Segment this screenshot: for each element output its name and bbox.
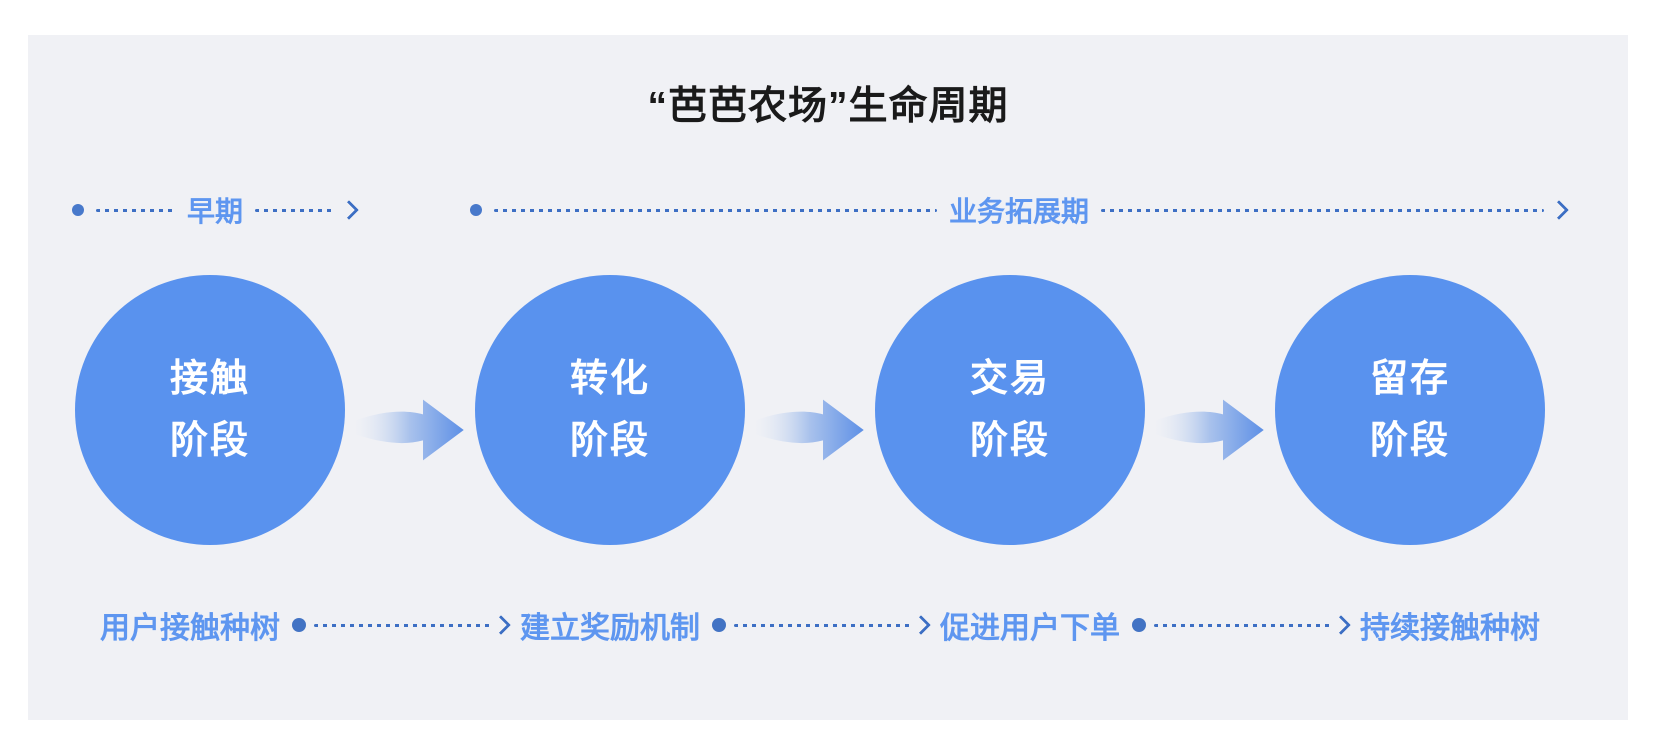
stage-circle-retention: 留存 阶段 — [1275, 275, 1545, 545]
note-label-conversion: 建立奖励机制 — [520, 612, 700, 645]
dashed-line — [494, 208, 937, 212]
dashed-line — [1101, 208, 1545, 212]
arrow-chevron-icon — [491, 615, 511, 635]
stages-row: 接触 阶段 转化 阶段 交易 阶段 留存 阶段 — [75, 275, 1545, 545]
flow-arrow-icon — [1155, 399, 1264, 461]
timeline-dot-icon — [72, 204, 84, 216]
stage-circle-transaction: 交易 阶段 — [875, 275, 1145, 545]
timeline-dot-icon — [712, 618, 726, 632]
note-connector — [712, 615, 931, 635]
dashed-line — [96, 208, 175, 212]
timeline-segment-expansion: 业务拓展期 — [470, 193, 1569, 227]
stage-circle-contact: 接触 阶段 — [75, 275, 345, 545]
timeline-dot-icon — [292, 618, 306, 632]
page-title: “芭芭农场”生命周期 — [647, 85, 1009, 128]
arrow-chevron-icon — [1549, 200, 1569, 220]
diagram-card: “芭芭农场”生命周期 早期 业务拓展期 接触 阶段 转化 阶段 — [28, 35, 1628, 720]
note-label-contact: 用户接触种树 — [100, 612, 280, 645]
arrow-chevron-icon — [1331, 615, 1351, 635]
stage-circle-conversion: 转化 阶段 — [475, 275, 745, 545]
notes-row: 用户接触种树 建立奖励机制 促进用户下单 持续接触种树 — [100, 603, 1540, 647]
note-connector — [1132, 615, 1351, 635]
flow-arrow-icon — [755, 399, 864, 461]
timeline-label-early: 早期 — [187, 196, 244, 227]
flow-arrow-icon — [355, 399, 464, 461]
arrow-chevron-icon — [911, 615, 931, 635]
timeline-label-expansion: 业务拓展期 — [949, 196, 1090, 227]
timeline-dot-icon — [1132, 618, 1146, 632]
dashed-line — [314, 623, 490, 627]
note-label-retention: 持续接触种树 — [1360, 612, 1540, 645]
arrow-chevron-icon — [339, 200, 359, 220]
dashed-line — [1154, 623, 1330, 627]
note-label-transaction: 促进用户下单 — [940, 612, 1120, 645]
note-connector — [292, 615, 511, 635]
dashed-line — [255, 208, 335, 212]
timeline-dot-icon — [470, 204, 482, 216]
timeline-segment-early: 早期 — [72, 193, 359, 227]
dashed-line — [734, 623, 910, 627]
